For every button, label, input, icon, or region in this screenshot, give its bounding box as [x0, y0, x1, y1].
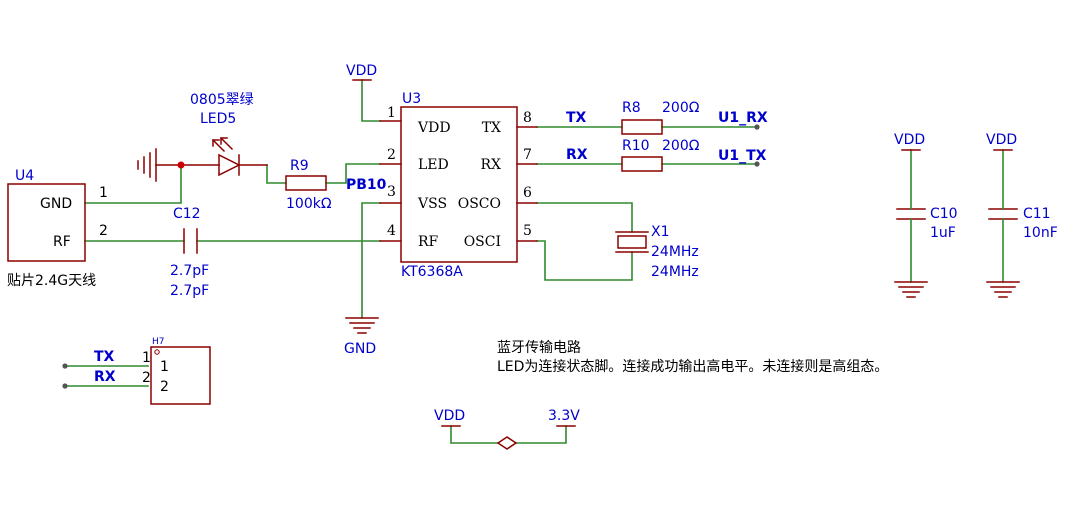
r8-resistor [621, 119, 663, 135]
u3-pin2-num: 2 [387, 147, 396, 163]
net-u1-tx: U1_TX [718, 148, 767, 164]
u3-pin-text: 1 2 3 4 VDD LED VSS RF 8 7 6 5 TX RX OSC… [387, 105, 532, 250]
net-tie [496, 436, 518, 450]
u3-ref: U3 [402, 91, 421, 107]
power-symbols [137, 79, 1020, 427]
v33-label: 3.3V [548, 408, 580, 424]
led5-note: 0805翠绿 [190, 92, 254, 108]
u3-pin3-num: 3 [387, 184, 396, 200]
r9-resistor [285, 175, 327, 191]
vdd-label-c11: VDD [986, 132, 1017, 148]
h7-pin2-num: 2 [142, 370, 151, 386]
r9-ref: R9 [290, 158, 309, 174]
x1-value-2: 24MHz [651, 264, 699, 280]
net-u1-rx: U1_RX [718, 110, 768, 126]
h7-body [150, 346, 211, 405]
c10-value: 1uF [930, 225, 956, 241]
vdd-label-tie: VDD [434, 408, 465, 424]
wires [64, 79, 758, 444]
u4-desc: 贴片2.4G天线 [7, 273, 96, 289]
h7-pin1-name: 1 [160, 359, 169, 375]
u4-body [7, 183, 86, 262]
vdd-label-u3: VDD [346, 63, 377, 79]
c12-capacitor [183, 228, 198, 254]
gnd-label: GND [344, 341, 376, 357]
u4-ref: U4 [15, 168, 34, 184]
c12-value-2: 2.7pF [170, 283, 209, 299]
x1-crystal [615, 231, 649, 253]
u3-pin1-num: 1 [387, 105, 396, 121]
u3-pin1-name: VDD [417, 120, 451, 136]
u4-pin-rf: RF [53, 234, 71, 250]
u3-pins [379, 120, 538, 242]
u3-pin5-num: 5 [523, 223, 532, 239]
x1-value: 24MHz [651, 244, 699, 260]
c10-ref: C10 [930, 206, 958, 222]
junction-dot [177, 161, 185, 169]
c12-ref: C12 [173, 206, 201, 222]
u4-pin1-num: 1 [99, 185, 108, 201]
net-tx: TX [566, 110, 587, 126]
h7-pin1-marker [154, 349, 160, 355]
c10-capacitor [896, 208, 926, 220]
r10-ref: R10 [622, 138, 650, 154]
r8-value: 200Ω [662, 100, 700, 116]
r10-resistor [621, 156, 663, 172]
u3-pin8-num: 8 [523, 110, 532, 126]
u3-pin3-name: VSS [417, 196, 447, 212]
u3-pin4-name: RF [418, 234, 439, 250]
c11-value: 10nF [1023, 225, 1058, 241]
u3-pin6-name: OSCO [458, 196, 501, 212]
h7-net-tx: TX [94, 349, 115, 365]
u3-pin6-num: 6 [523, 185, 532, 201]
u3-pin7-name: RX [480, 157, 501, 173]
net-rx: RX [566, 147, 588, 163]
pin-end-dots [62, 124, 760, 389]
led5-ref: LED5 [200, 111, 236, 127]
u3-body [400, 106, 518, 263]
u3-pin8-name: TX [482, 120, 501, 136]
r10-value: 200Ω [662, 138, 700, 154]
x1-ref: X1 [651, 224, 670, 240]
r8-ref: R8 [622, 100, 641, 116]
u3-pin2-name: LED [418, 157, 449, 173]
u3-pin7-num: 7 [523, 147, 532, 163]
vdd-label-c10: VDD [894, 132, 925, 148]
h7-pin1-num: 1 [142, 350, 151, 366]
h7-ref: H7 [152, 337, 165, 347]
u4-pin-gnd: GND [40, 196, 72, 212]
u3-pin5-name: OSCI [464, 234, 501, 250]
u3-part: KT6368A [401, 264, 463, 280]
u3-pin4-num: 4 [387, 223, 396, 239]
c11-ref: C11 [1023, 206, 1051, 222]
led5-diode [180, 136, 268, 177]
c12-value: 2.7pF [170, 263, 209, 279]
note-desc: LED为连接状态脚。连接成功输出高电平。未连接则是高组态。 [497, 358, 888, 375]
h7-pin2-name: 2 [160, 379, 169, 395]
h7-net-rx: RX [94, 369, 116, 385]
r9-value: 100kΩ [286, 196, 332, 212]
note-title: 蓝牙传输电路 [497, 340, 581, 356]
net-pb10: PB10 [346, 177, 387, 193]
c11-capacitor [988, 208, 1018, 220]
u4-pin2-num: 2 [99, 223, 108, 239]
